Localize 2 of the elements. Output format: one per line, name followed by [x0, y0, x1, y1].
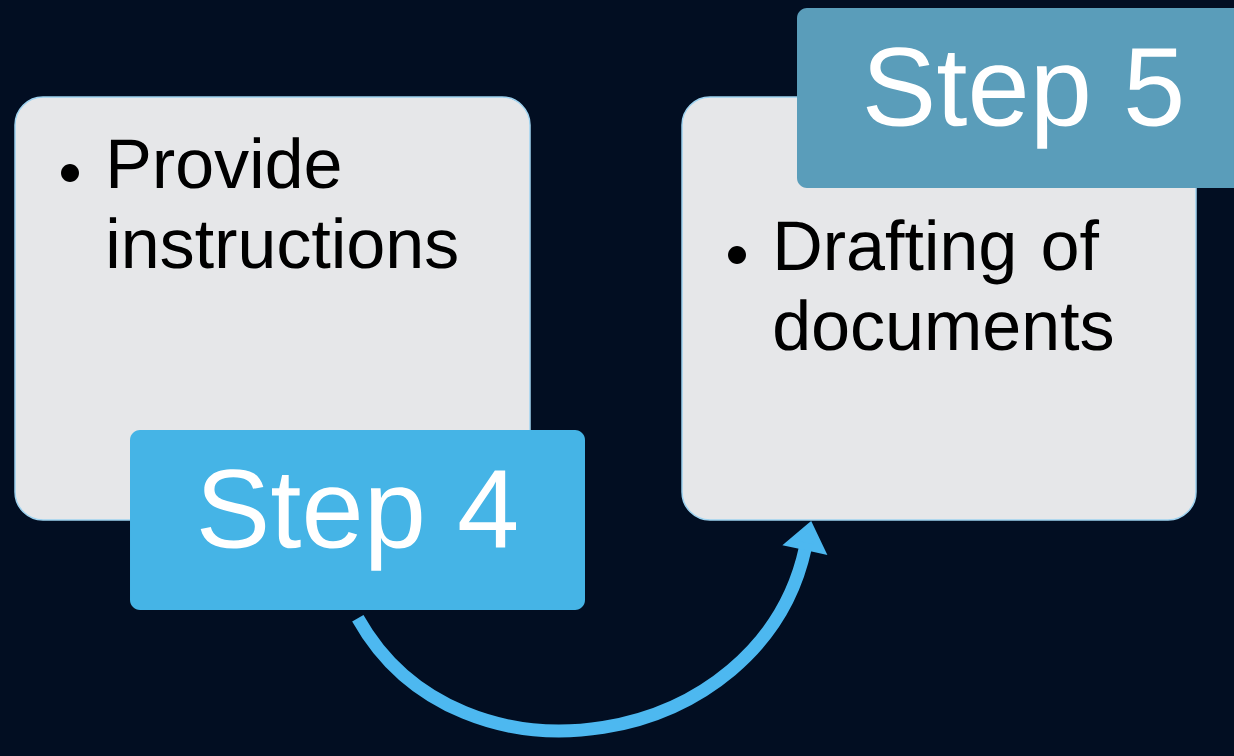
step-label: Step 5	[797, 8, 1234, 188]
step-label: Step 4	[130, 430, 585, 610]
